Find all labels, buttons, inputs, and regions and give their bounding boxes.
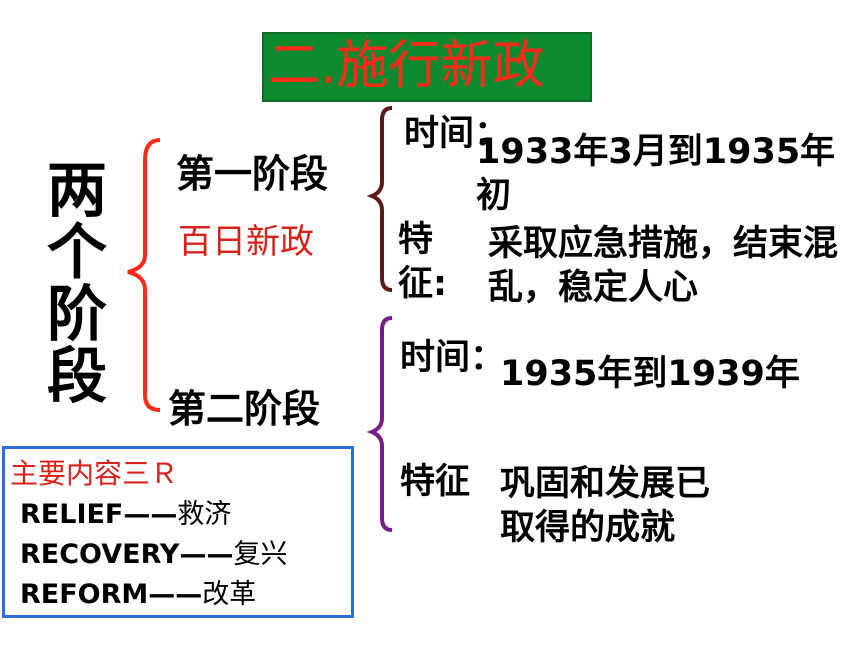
stage2-feature-value-line1: 巩固和发展已	[500, 464, 711, 504]
content-item-cn: 复兴	[233, 539, 288, 570]
stage1-feature-label: 特征:	[398, 220, 447, 304]
stage1-feature-value: 采取应急措施，结束混乱，稳定人心	[488, 224, 839, 308]
page-title: 二.施行新政	[268, 36, 545, 96]
content-item-cn: 救济	[177, 499, 232, 530]
stage1-time-label: 时间：	[404, 114, 510, 154]
stage1-name: 第一阶段	[176, 152, 329, 196]
stage1-brace	[366, 106, 393, 292]
stage2-time-label: 时间：	[400, 338, 506, 378]
stage2-feature-label: 特征	[400, 462, 471, 502]
stages-brace	[127, 138, 161, 412]
side-title: 两个阶段	[47, 156, 107, 412]
stage2-name: 第二阶段	[168, 387, 321, 431]
title-box	[262, 32, 592, 102]
stage2-feature-value-line2: 取得的成就	[500, 508, 676, 548]
content-item-relief: RELIEF——救济	[20, 492, 231, 531]
content-item-reform: REFORM——改革	[20, 572, 256, 611]
stage1-time-value: 1933年3月到1935年初	[476, 132, 836, 216]
content-item-cn: 改革	[202, 579, 257, 610]
content-item-en: REFORM——	[20, 579, 203, 610]
content-box-heading: 主要内容三Ｒ	[10, 457, 179, 490]
content-item-en: RELIEF——	[20, 499, 178, 530]
stage2-time-value: 1935年到1939年	[500, 354, 800, 394]
stage1-subtitle: 百日新政	[178, 222, 314, 262]
content-item-recovery: RECOVERY——复兴	[20, 532, 287, 571]
content-item-en: RECOVERY——	[20, 539, 234, 570]
content-box	[2, 446, 354, 618]
stage2-brace	[366, 316, 393, 532]
